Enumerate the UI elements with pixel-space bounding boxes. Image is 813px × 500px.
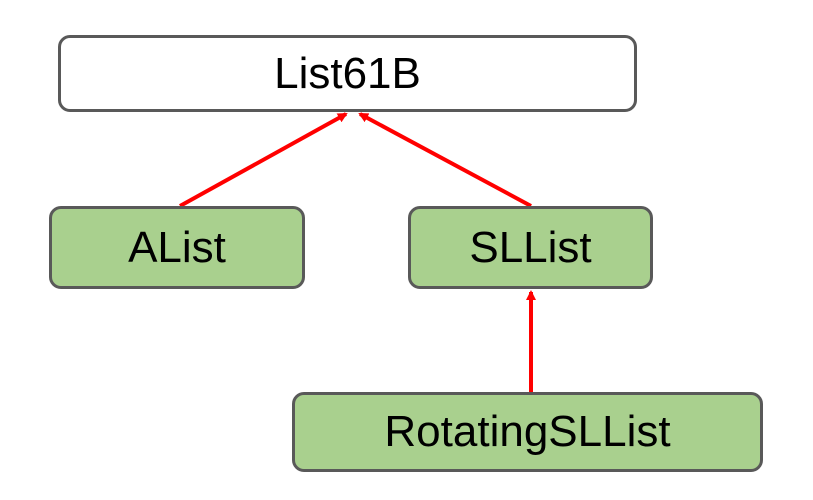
rotatingsllist-node: RotatingSLList bbox=[292, 392, 763, 472]
list61b-node: List61B bbox=[58, 35, 637, 112]
alist-label: AList bbox=[128, 222, 226, 272]
list61b-label: List61B bbox=[274, 48, 421, 98]
alist-node: AList bbox=[49, 206, 305, 289]
rotatingsllist-label: RotatingSLList bbox=[384, 407, 671, 456]
arrow-alist-to-list61b bbox=[179, 112, 348, 208]
sllist-node: SLList bbox=[408, 206, 653, 289]
sllist-label: SLList bbox=[469, 222, 592, 272]
arrow-sllist-to-list61b bbox=[358, 112, 532, 208]
